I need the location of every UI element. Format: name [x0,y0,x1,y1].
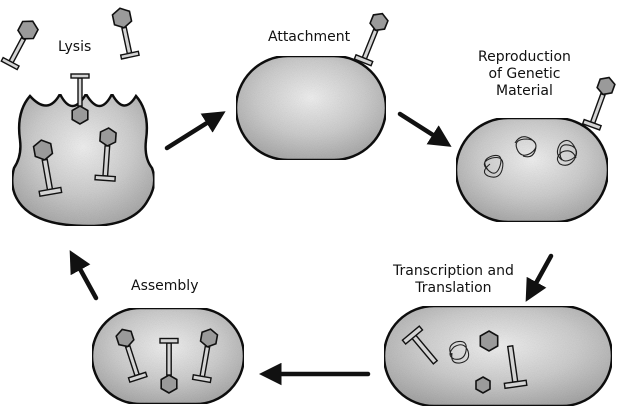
arrow-assembly-to-lysis [74,258,96,298]
transcription-cell-body [384,306,612,406]
phage-icon [354,10,390,65]
label-assembly: Assembly [131,278,198,295]
label-assembly-text: Assembly [131,278,198,295]
phage-icon [583,74,617,129]
transcription-cell [384,306,612,406]
arrow-lysis-to-attachment [167,116,218,148]
phage-head-icon [476,377,490,393]
label-reproduction-line3: Material [478,83,571,100]
label-lysis: Lysis [58,39,91,56]
phage-head-icon [480,331,497,351]
label-transcription-line2: Translation [393,280,514,297]
reproduction-cell [456,118,608,222]
label-transcription-line1: Transcription and [393,263,514,280]
label-attachment-text: Attachment [268,29,350,46]
label-transcription: Transcription and Translation [393,263,514,297]
arrow-attachment-to-reproduction [400,114,444,142]
attachment-cell-body [236,56,386,160]
attachment-cell [236,56,386,160]
phage-icon [1,17,40,70]
label-reproduction: Reproduction of Genetic Material [478,49,571,100]
label-lysis-text: Lysis [58,39,91,56]
label-attachment: Attachment [268,29,350,46]
label-reproduction-line1: Reproduction [478,49,571,66]
reproduction-cell-body [456,118,608,222]
label-reproduction-line2: of Genetic [478,66,571,83]
phage-icon [111,6,139,59]
arrow-reproduction-to-transcription [530,256,551,294]
